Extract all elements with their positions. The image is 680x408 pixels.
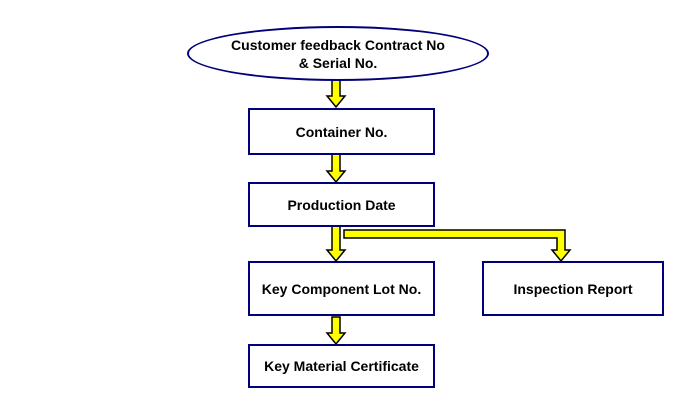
production-date-box: Production Date [248,182,435,227]
arrow-start-to-container [325,79,347,109]
arrow-production-to-key-component [325,224,347,263]
production-date-label: Production Date [287,196,396,213]
arrow-production-to-inspection [343,229,572,263]
start-line-1: Customer feedback Contract No [231,36,445,53]
arrow-container-to-production [325,153,347,184]
start-text: Customer feedback Contract No & Serial N… [231,36,445,72]
inspection-report-box: Inspection Report [482,261,664,316]
key-component-box: Key Component Lot No. [248,261,435,316]
start-oval: Customer feedback Contract No & Serial N… [187,26,489,81]
key-component-label: Key Component Lot No. [261,280,422,297]
key-material-label: Key Material Certificate [264,358,419,374]
container-label: Container No. [295,123,388,140]
start-line-2: & Serial No. [298,54,378,71]
inspection-report-label: Inspection Report [513,280,633,297]
arrow-key-component-to-material [325,316,347,346]
key-material-box: Key Material Certificate [248,344,435,388]
container-box: Container No. [248,108,435,155]
